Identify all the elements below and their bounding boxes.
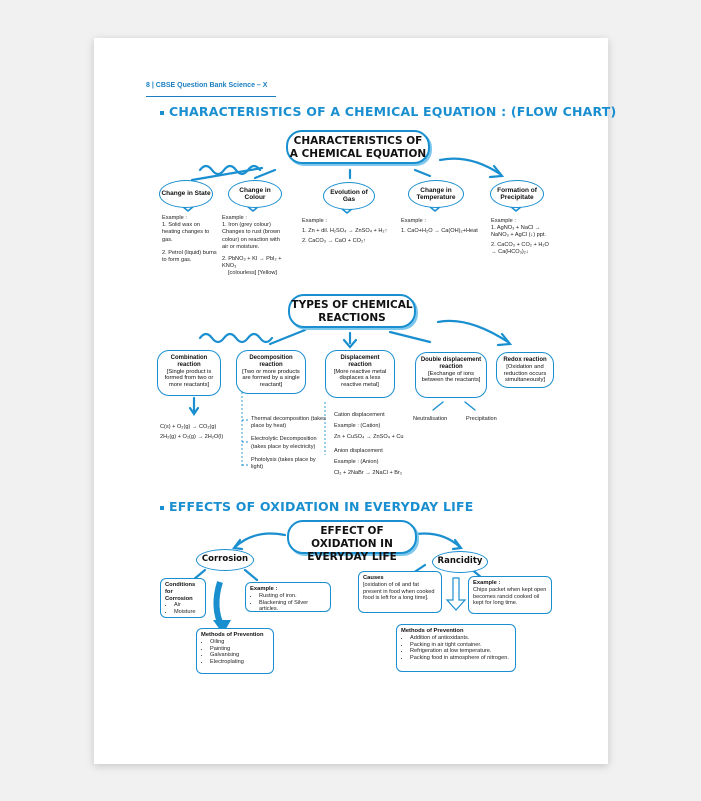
rancidity-prevention: Methods of Prevention Addition of antiox…	[396, 624, 516, 672]
page-number: 8	[146, 82, 150, 89]
sec3-cloud: EFFECT OF OXIDATION IN EVERYDAY LIFE	[287, 520, 417, 563]
example-change-in-temperature: Example : 1. CaO+H₂O → Ca(OH)₂+Heat	[401, 218, 478, 235]
sec1-cloud: CHARACTERISTICS OF A CHEMICAL EQUATION	[286, 130, 430, 164]
type-decomposition: Decomposition reaction[Two or more produ…	[236, 350, 306, 394]
node-rancidity: Rancidity	[432, 551, 488, 573]
rancidity-example: Example : Chips packet when kept open be…	[468, 576, 552, 614]
example-change-in-colour: Example : 1. Iron (grey colour) Changes …	[222, 215, 282, 277]
section1-title: CHARACTERISTICS OF A CHEMICAL EQUATION :…	[160, 104, 616, 119]
square-bullet-icon	[160, 110, 164, 115]
type-combination: Combination reaction[Single product is f…	[157, 350, 221, 396]
node-change-in-temperature: Change in Temperature	[408, 180, 464, 208]
node-corrosion: Corrosion	[196, 549, 254, 571]
node-evolution-of-gas: Evolution of Gas	[323, 182, 375, 210]
type-redox: Redox reaction[Oxidation and reduction o…	[496, 352, 554, 388]
example-formation-of-precipitate: Example : 1. AgNO₃ + NaCl → NaNO₃ + AgCl…	[491, 218, 549, 255]
corrosion-conditions: Conditions for Corrosion Air Moisture	[160, 578, 206, 618]
example-change-in-state: Example : 1. Solid wax on heating change…	[162, 215, 217, 264]
precipitation-label: Precipitation	[466, 416, 497, 422]
neutralisation-label: Neutralisation	[413, 416, 448, 422]
node-change-in-colour: Change in Colour	[228, 180, 282, 208]
type-double-displacement: Double displacement reaction[Exchange of…	[415, 352, 487, 398]
example-evolution-of-gas: Example : 1. Zn + dil. H₂SO₄ → ZnSO₄ + H…	[302, 218, 388, 245]
square-bullet-icon	[160, 505, 164, 510]
rancidity-causes: Causes [oxidation of oil and fat present…	[358, 571, 442, 613]
page-header: 8 | CBSE Question Bank Science – X	[146, 82, 276, 97]
book-title: CBSE Question Bank Science – X	[155, 82, 268, 89]
displacement-examples: Cation displacement Example : (Cation) Z…	[334, 412, 404, 477]
corrosion-prevention: Methods of Prevention Oiling Painting Ga…	[196, 628, 274, 674]
node-formation-of-precipitate: Formation of Precipitate	[490, 180, 544, 208]
node-change-in-state: Change in State	[159, 180, 213, 208]
sec2-cloud: TYPES OF CHEMICAL REACTIONS	[288, 294, 416, 328]
corrosion-examples: Example : Rusting of iron. Blackening of…	[245, 582, 331, 612]
combination-equations: C(s) + O₂(g) → CO₂(g) 2H₂(g) + O₂(g) → 2…	[160, 424, 224, 441]
decomposition-list: Thermal decomposition (takes place by he…	[251, 416, 326, 471]
type-displacement: Displacement reaction[More reactive meta…	[325, 350, 395, 398]
section3-title: EFFECTS OF OXIDATION IN EVERYDAY LIFE	[160, 499, 473, 514]
